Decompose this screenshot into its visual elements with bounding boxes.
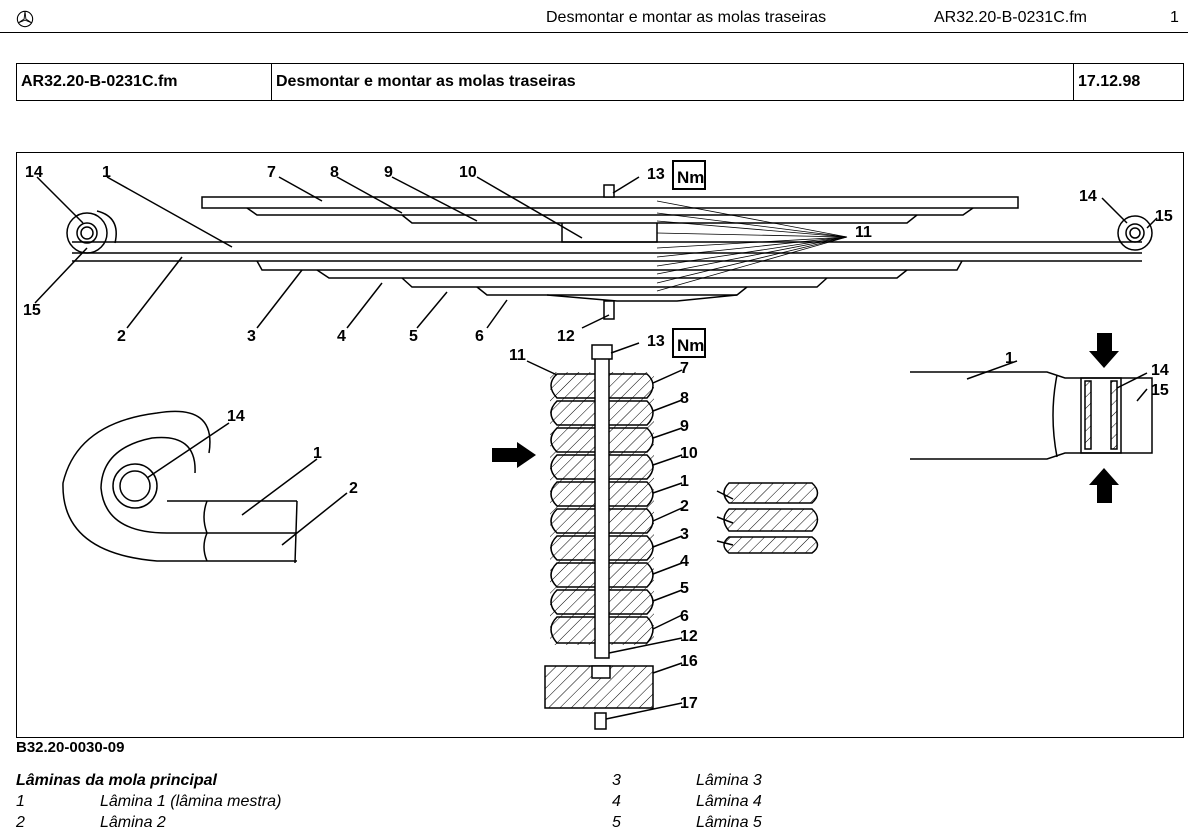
- callout-6: 6: [680, 608, 689, 625]
- legend-item: 5 Lâmina 5: [612, 812, 1172, 833]
- callout-15: 15: [1151, 382, 1169, 399]
- callout-1: 1: [102, 164, 111, 181]
- callout-7: 7: [680, 360, 689, 377]
- legend-text: Lâmina 3: [696, 772, 762, 789]
- legend-num: 5: [612, 814, 621, 831]
- figure-code: B32.20-0030-09: [16, 739, 125, 756]
- legend-right: 3 Lâmina 3 4 Lâmina 4 5 Lâmina 5: [612, 770, 1172, 833]
- callout-2: 2: [680, 498, 689, 515]
- callout-5: 5: [680, 580, 689, 597]
- callout-12: 12: [557, 328, 575, 345]
- callout-9: 9: [680, 418, 689, 435]
- callout-3: 3: [247, 328, 256, 345]
- star-logo-icon: [16, 10, 34, 28]
- info-doc-ref: AR32.20-B-0231C.fm: [16, 63, 272, 101]
- page-number: 1: [1170, 9, 1179, 26]
- legend-text: Lâmina 5: [696, 814, 762, 831]
- callout-17: 17: [680, 695, 698, 712]
- callout-11: 11: [509, 347, 526, 364]
- info-table: AR32.20-B-0231C.fm Desmontar e montar as…: [16, 63, 1184, 101]
- callout-2: 2: [349, 480, 358, 497]
- callout-4: 4: [680, 553, 689, 570]
- legend-item: 3 Lâmina 3: [612, 770, 1172, 791]
- callout-9: 9: [384, 164, 393, 181]
- callout-14: 14: [227, 408, 245, 425]
- callout-2: 2: [117, 328, 126, 345]
- callout-11: 11: [855, 224, 872, 241]
- leaf-spring-drawing: 14 1 7 8 9 10 13 Nm 11 14 15 15 2 3 4 5 …: [23, 160, 1173, 730]
- callout-5: 5: [409, 328, 418, 345]
- legend-num: 2: [16, 814, 25, 831]
- callout-4: 4: [337, 328, 346, 345]
- legend-left: Lâminas da mola principal 1 Lâmina 1 (lâ…: [16, 770, 596, 833]
- callout-15: 15: [1155, 208, 1173, 225]
- callout-7: 7: [267, 164, 276, 181]
- page-header: Desmontar e montar as molas traseiras AR…: [0, 0, 1200, 34]
- legend-heading: Lâminas da mola principal: [16, 772, 217, 789]
- callout-8: 8: [680, 390, 689, 407]
- callout-14: 14: [25, 164, 43, 181]
- legend-item: 1 Lâmina 1 (lâmina mestra): [16, 791, 596, 812]
- callout-13: 13: [647, 166, 665, 183]
- legend-text: Lâmina 2: [100, 814, 166, 831]
- info-title: Desmontar e montar as molas traseiras: [271, 63, 1074, 101]
- callout-3: 3: [680, 526, 689, 543]
- callout-6: 6: [475, 328, 484, 345]
- callout-14: 14: [1079, 188, 1097, 205]
- callout-10: 10: [459, 164, 477, 181]
- callout-1: 1: [1005, 350, 1014, 367]
- callout-15: 15: [23, 302, 41, 319]
- nm-label: Nm: [677, 168, 704, 187]
- header-doc-ref: AR32.20-B-0231C.fm: [934, 9, 1087, 26]
- callout-8: 8: [330, 164, 339, 181]
- legend-text: Lâmina 4: [696, 793, 762, 810]
- legend-num: 1: [16, 793, 25, 810]
- legend-num: 3: [612, 772, 621, 789]
- callout-1: 1: [313, 445, 322, 462]
- info-date: 17.12.98: [1073, 63, 1184, 101]
- callout-1: 1: [680, 473, 689, 490]
- callout-16: 16: [680, 653, 698, 670]
- legend-text: Lâmina 1 (lâmina mestra): [100, 793, 282, 810]
- header-title: Desmontar e montar as molas traseiras: [546, 9, 827, 26]
- callout-14: 14: [1151, 362, 1169, 379]
- legend-item: 4 Lâmina 4: [612, 791, 1172, 812]
- callout-13: 13: [647, 333, 665, 350]
- legend-num: 4: [612, 793, 621, 810]
- spring-figure: 14 1 7 8 9 10 13 Nm 11 14 15 15 2 3 4 5 …: [16, 152, 1184, 738]
- nm-label: Nm: [677, 336, 704, 355]
- callout-12: 12: [680, 628, 698, 645]
- callout-10: 10: [680, 445, 698, 462]
- legend-item: 2 Lâmina 2: [16, 812, 596, 833]
- header-rule: [0, 32, 1188, 33]
